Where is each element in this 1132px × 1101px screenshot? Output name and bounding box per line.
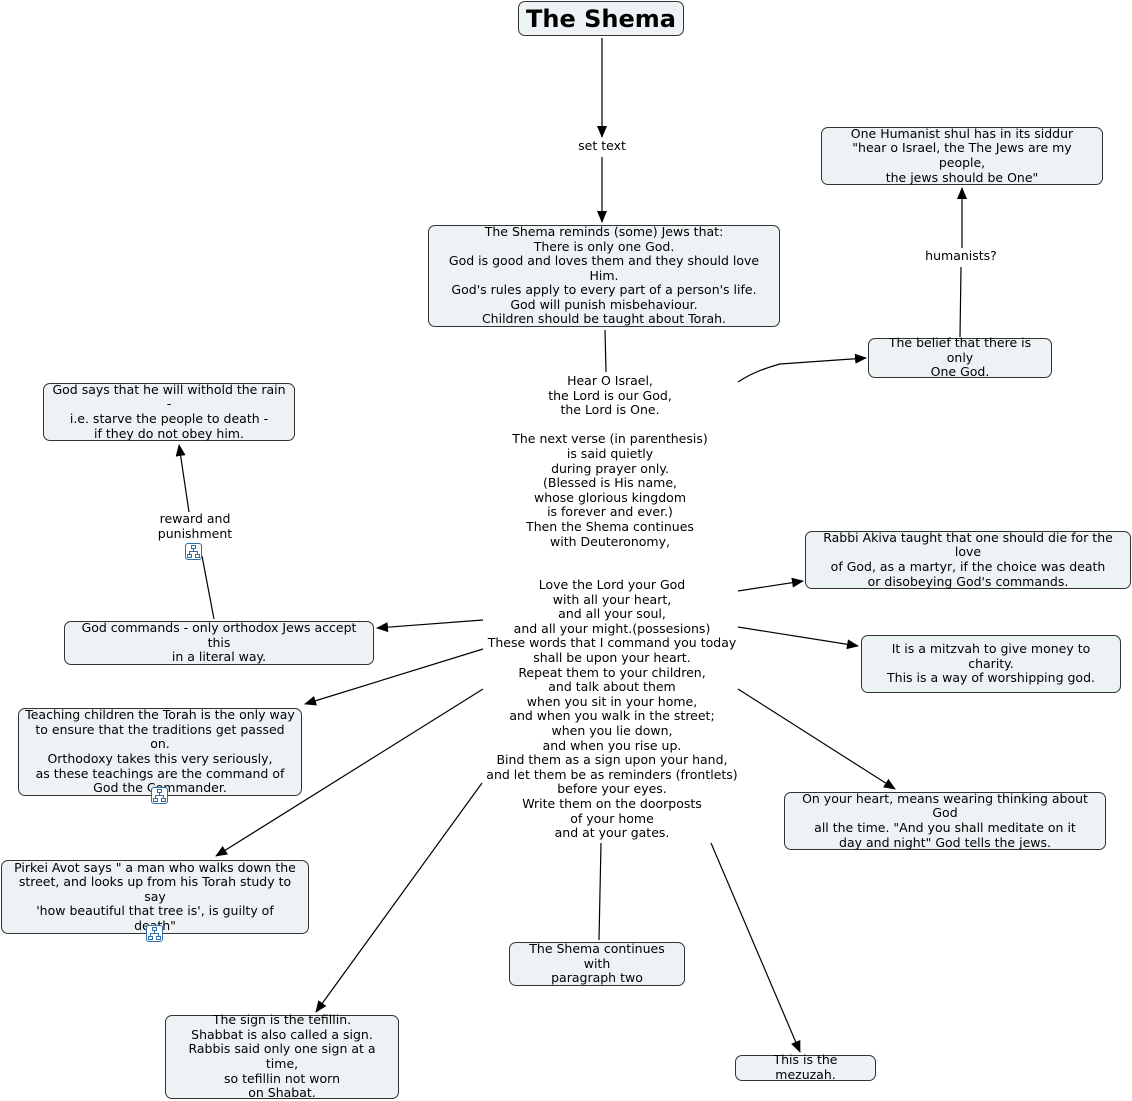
shema-text-part1: Hear O Israel, the Lord is our God, the … [512,373,708,549]
node-on-your-heart: On your heart, means wearing thinking ab… [784,791,1106,850]
node-belief-one-god: The belief that there is only One God. [868,335,1052,379]
node-humanist-shul: One Humanist shul has in its siddur "hea… [821,126,1103,185]
edge-shema-to-pirkei [215,688,484,857]
concept-map-icon[interactable] [151,787,168,804]
edge-shema-to-teaching [304,648,484,706]
node-tefillin: The sign is the tefillin. Shabbat is als… [165,1012,399,1100]
edge-reminds-to-shema [604,329,607,373]
edge-shema-to-akiva [737,577,804,592]
link-label-set-text: set text [568,138,636,154]
link-label-reward-punishment: reward and punishment [148,511,242,542]
edge-shema-to-mitzvah [737,626,859,650]
title-node: The Shema [518,1,684,36]
node-rabbi-akiva: Rabbi Akiva taught that one should die f… [805,530,1131,589]
node-god-commands: God commands - only orthodox Jews accept… [64,620,374,665]
edge-shema-to-belief [737,353,867,383]
node-withold-rain: God says that he will withold the rain -… [43,382,295,441]
shema-text-part2: Love the Lord your God with all your hea… [486,577,738,841]
node-teaching-children: Teaching children the Torah is the only … [18,707,302,796]
node-pirkei-avot: Pirkei Avot says " a man who walks down … [1,860,309,934]
edge-shema-to-paragraph [598,842,602,941]
edge-reward-to-withold [175,444,190,513]
node-shema-reminds: The Shema reminds (some) Jews that: Ther… [428,224,780,327]
link-label-humanists: humanists? [920,248,1002,264]
node-paragraph-two: The Shema continues with paragraph two [509,941,685,986]
node-mitzvah-charity: It is a mitzvah to give money to charity… [861,635,1121,693]
edge-shema-to-mezuzah [710,842,801,1053]
node-mezuzah: This is the mezuzah. [735,1053,876,1082]
concept-map-icon[interactable] [185,543,202,560]
concept-map-icon[interactable] [146,925,163,942]
edge-shema-to-godcommands [376,619,484,633]
edge-godcommands-to-reward [201,555,215,620]
edge-shema-to-heart [737,688,896,790]
edge-shema-to-tefillin [315,782,483,1013]
edge-belief-to-humanists [959,266,962,338]
